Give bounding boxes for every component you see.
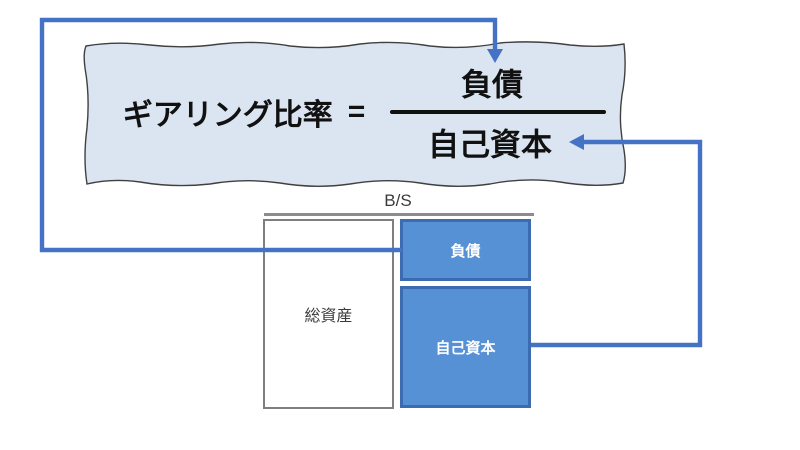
total-assets-label: 総資産 xyxy=(304,308,353,325)
equity-label: 自己資本 xyxy=(435,339,496,357)
formula-denominator: 自己資本 xyxy=(428,127,552,163)
balance-sheet-top-rule xyxy=(264,213,534,216)
formula-lhs-label: ギアリング比率 xyxy=(122,99,333,132)
formula-lhs: ギアリング比率 = xyxy=(94,94,394,132)
equity-box: 自己資本 xyxy=(400,286,531,408)
formula-numerator: 負債 xyxy=(461,67,523,103)
liabilities-box: 負債 xyxy=(400,219,531,281)
liabilities-label: 負債 xyxy=(450,242,481,260)
fraction-bar xyxy=(390,110,606,114)
equals-sign: = xyxy=(347,95,366,128)
total-assets-box: 総資産 xyxy=(263,219,394,409)
balance-sheet-title: B/S xyxy=(384,191,412,210)
